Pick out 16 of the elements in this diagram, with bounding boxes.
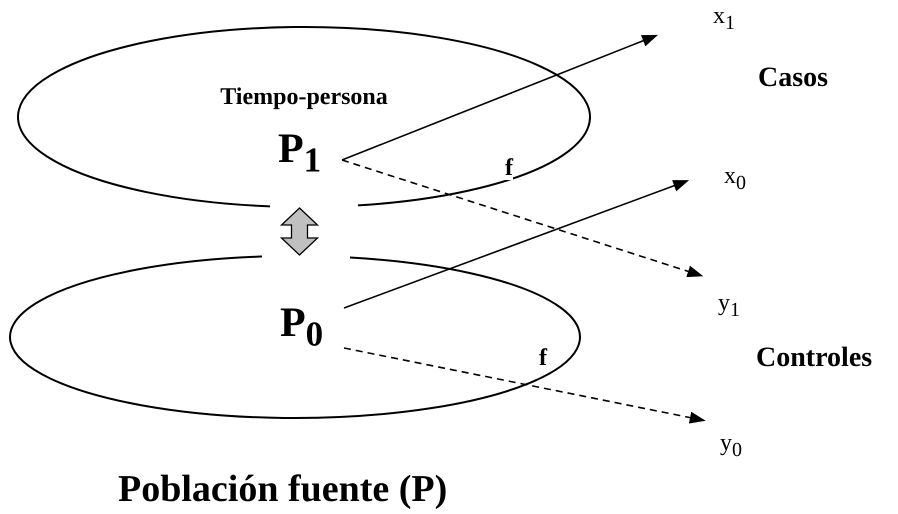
variable-label: x$_{0}$ xyxy=(724,164,746,193)
caption: Población fuente (P) xyxy=(118,470,448,508)
group-label: Controles xyxy=(756,344,872,372)
variable-label: x$_{1}$ xyxy=(713,4,735,33)
group-label: Casos xyxy=(758,64,828,92)
double-arrow xyxy=(280,207,320,256)
edge-label: f xyxy=(505,156,513,180)
variable-label: y$_{0}$ xyxy=(720,431,742,460)
variable-label: y$_{1}$ xyxy=(718,291,740,320)
arrow xyxy=(344,180,690,309)
variable-label: P$_{0}$ xyxy=(280,302,324,352)
ellipse-title: Tiempo-persona xyxy=(220,85,388,109)
arrow xyxy=(342,34,658,161)
arrow xyxy=(344,347,706,424)
arrow xyxy=(342,159,704,278)
variable-label: P$_{1}$ xyxy=(278,128,322,178)
